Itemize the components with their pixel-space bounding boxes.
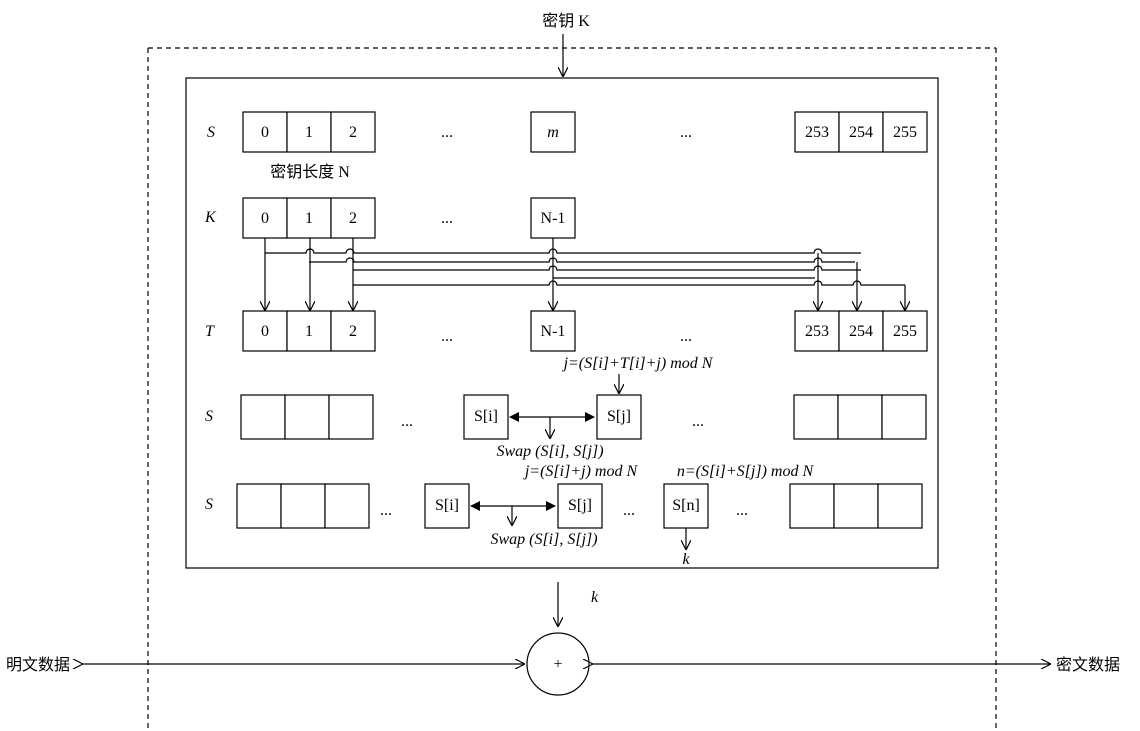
outer-dashed-frame xyxy=(147,47,997,731)
prga-j-formula: j=(S[i]+j) mod N xyxy=(523,463,639,480)
key-length-label: 密钥长度 N xyxy=(270,163,350,181)
plaintext-label: 明文数据 xyxy=(6,656,70,674)
cell: 255 xyxy=(893,124,917,141)
row-k: K 0 1 2 ... N-1 xyxy=(204,197,576,239)
cell: 1 xyxy=(305,124,313,141)
cell: 1 xyxy=(305,210,313,227)
inner-frame xyxy=(185,77,939,569)
prga-n-formula: n=(S[i]+S[j]) mod N xyxy=(677,463,815,480)
ellipsis: ... xyxy=(623,502,635,519)
cell: 2 xyxy=(349,323,357,340)
row-label: S xyxy=(205,496,213,513)
cell: 255 xyxy=(893,323,917,340)
row-label: T xyxy=(205,323,215,340)
ellipsis: ... xyxy=(441,124,453,141)
cell: 2 xyxy=(349,124,357,141)
cell-middle: m xyxy=(547,124,559,141)
cell: 253 xyxy=(805,124,829,141)
cell-middle: N-1 xyxy=(541,210,566,227)
cell: 0 xyxy=(261,124,269,141)
key-expansion-lines xyxy=(265,238,905,310)
ellipsis: ... xyxy=(380,502,392,519)
cell-si: S[i] xyxy=(435,497,459,514)
row-s-ksa: S ... S[i] S[j] ... xyxy=(205,394,927,440)
ksa-j-formula: j=(S[i]+T[i]+j) mod N xyxy=(562,355,714,372)
cell: 0 xyxy=(261,210,269,227)
swap-label: Swap (S[i], S[j]) xyxy=(490,531,597,548)
cell: 1 xyxy=(305,323,313,340)
swap-label: Swap (S[i], S[j]) xyxy=(496,443,603,460)
cell-si: S[i] xyxy=(474,408,498,425)
ciphertext-label: 密文数据 xyxy=(1056,656,1120,674)
cell-sj: S[j] xyxy=(568,497,592,514)
ellipsis: ... xyxy=(401,413,413,430)
cell: 253 xyxy=(805,323,829,340)
row-s-init: S 0 1 2 ... m ... 253 254 255 xyxy=(207,111,928,153)
row-label: K xyxy=(204,209,217,226)
cell-sj: S[j] xyxy=(607,408,631,425)
cell: 2 xyxy=(349,210,357,227)
ellipsis: ... xyxy=(441,328,453,345)
keystream-label: k xyxy=(591,589,599,606)
sn-output-label: k xyxy=(682,551,690,568)
cell: 254 xyxy=(849,124,873,141)
cell: 254 xyxy=(849,323,873,340)
row-label: S xyxy=(207,124,215,141)
xor-symbol: + xyxy=(553,656,562,673)
row-t: T 0 1 2 ... N-1 ... 253 254 255 xyxy=(205,310,928,352)
row-label: S xyxy=(205,408,213,425)
ellipsis: ... xyxy=(680,124,692,141)
ellipsis: ... xyxy=(441,210,453,227)
cell: 0 xyxy=(261,323,269,340)
ellipsis: ... xyxy=(736,502,748,519)
row-s-prga: S ... S[i] S[j] ... S[n] ... xyxy=(205,483,923,529)
ellipsis: ... xyxy=(692,413,704,430)
key-input-label: 密钥 K xyxy=(542,12,590,30)
cell-middle: N-1 xyxy=(541,323,566,340)
ellipsis: ... xyxy=(680,328,692,345)
cell-sn: S[n] xyxy=(672,497,700,514)
